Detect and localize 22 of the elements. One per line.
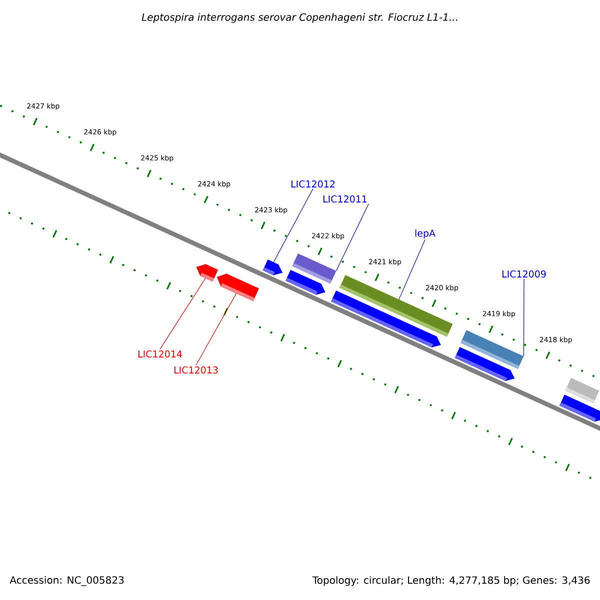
leader-line [160, 278, 206, 350]
gene-block [559, 394, 600, 422]
leader-line [273, 188, 314, 262]
gene-block [331, 290, 441, 348]
leader-line [523, 278, 524, 357]
gene-block [454, 346, 515, 382]
gene-label: LIC12014 [138, 350, 182, 358]
title: Leptospira interrogans serovar Copenhageni str. Fiocruz L1-1... [142, 13, 458, 23]
footer-text: Accession: NC_005823 [10, 576, 124, 586]
footer-text: Topology: circular; Length: 4,277,185 bp; Genes: 3,436 [312, 576, 590, 586]
gene-label: lepA [415, 229, 436, 239]
gene-label: LIC12012 [291, 180, 335, 188]
gene-block [216, 274, 259, 302]
gene-block [286, 270, 326, 295]
leader-line [336, 204, 369, 272]
leader-line [398, 240, 426, 300]
gene-label: LIC12013 [174, 366, 218, 374]
gene-label: LIC12009 [502, 270, 546, 278]
gene-block [262, 259, 283, 276]
gene-block [196, 264, 218, 282]
leader-line [196, 293, 237, 366]
gene-label: LIC12011 [323, 195, 367, 203]
